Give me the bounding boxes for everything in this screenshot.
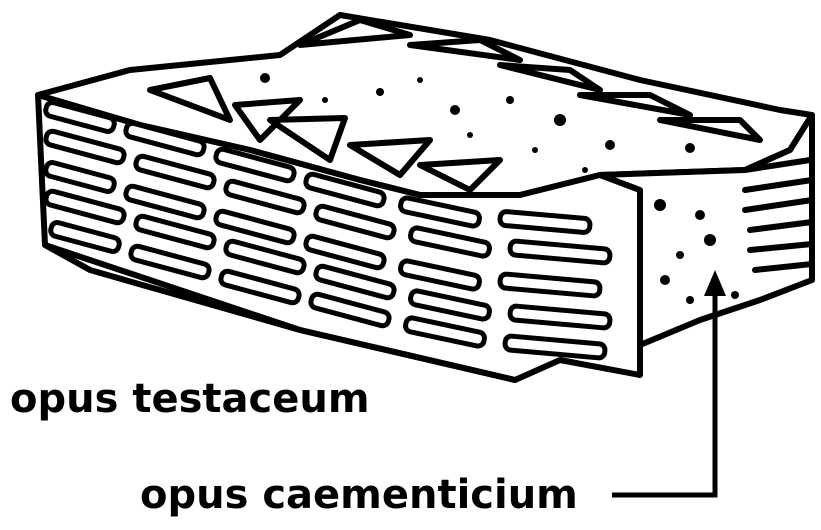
label-opus-caementicium: opus caementicium xyxy=(140,472,578,518)
label-opus-testaceum: opus testaceum xyxy=(10,376,370,422)
